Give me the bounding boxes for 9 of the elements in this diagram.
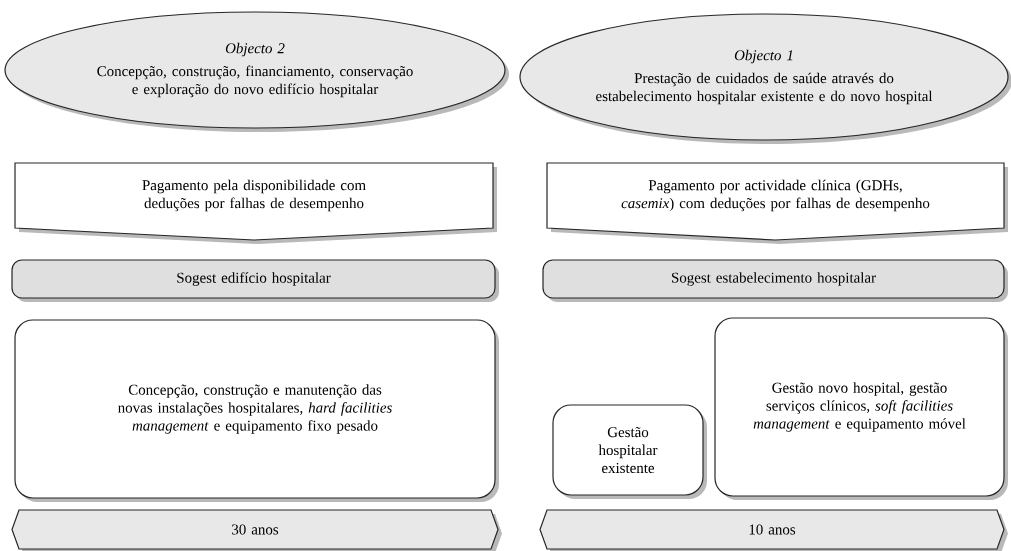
rounded-box: Gestão hospitalar existente [552, 404, 707, 499]
downward-arrow-box: Pagamento por actividade clínica (GDHs, casemix) com deduções por falhas de desempenho [546, 162, 1008, 244]
chevron-band: 30 anos [11, 509, 502, 551]
chevron-band: 10 anos [539, 509, 1008, 551]
rounded-bar: Sogest estabelecimento hospitalar [542, 259, 1008, 302]
rounded-bar: Sogest edifício hospitalar [11, 259, 499, 302]
rounded-box: Concepção, construção e manutenção das novas instalações hospitalares, hard facilities management e equipamento fixo pesado [14, 319, 499, 502]
rounded-box: Gestão novo hospital, gestão serviços clínicos, soft facilities management e equipamento móvel [714, 317, 1008, 500]
downward-arrow-box: Pagamento pela disponibilidade com deduções por falhas de desempenho [14, 162, 497, 244]
